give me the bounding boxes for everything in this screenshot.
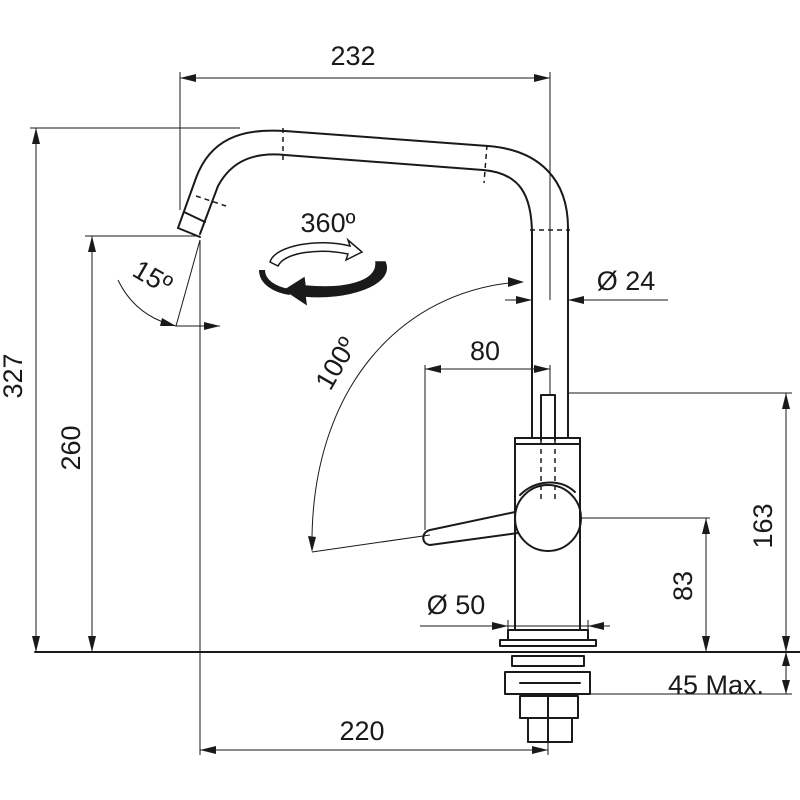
label-360: 360º	[301, 208, 356, 238]
arrow-220-right	[532, 746, 548, 754]
arrow-260-bottom	[88, 636, 96, 652]
base-ring	[507, 629, 589, 641]
rotation-360-icon	[259, 237, 388, 306]
arrow-232-right	[534, 74, 550, 82]
label-260: 260	[56, 425, 86, 470]
label-80: 80	[470, 336, 500, 366]
rotation-arrow-left-end	[259, 269, 291, 295]
angle-100-end-line	[311, 534, 431, 553]
mount-nut-top	[511, 655, 585, 667]
arrow-260-top	[88, 236, 96, 252]
arrow-327-top	[32, 128, 40, 144]
body-collar	[514, 437, 581, 445]
hose-stub	[540, 394, 556, 441]
label-220: 220	[339, 716, 384, 746]
spout-inner-contour	[199, 153, 533, 439]
label-100: 100º	[309, 332, 363, 395]
arrow-15-a	[160, 318, 176, 326]
label-232: 232	[330, 41, 375, 71]
angle-100-arc	[311, 281, 521, 549]
arrow-d50-left	[492, 622, 508, 630]
spout-joint-right	[483, 144, 488, 184]
faucet-outline	[34, 128, 800, 743]
arrow-100-bottom	[308, 536, 316, 552]
arrow-100-top	[508, 277, 524, 287]
arrow-83-bottom	[702, 636, 710, 652]
lever-hub	[514, 484, 582, 552]
arrow-232-left	[180, 74, 196, 82]
label-327: 327	[0, 353, 28, 398]
angle-15-ref-line	[175, 239, 201, 327]
spout-outer-contour	[177, 129, 569, 439]
mount-stud-inner	[527, 717, 573, 743]
lever-handle	[422, 511, 519, 546]
label-15: 15º	[128, 254, 178, 300]
spout-nozzle-ring	[183, 211, 206, 223]
label-45-max: 45 Max.	[668, 670, 764, 700]
mount-bracket	[504, 671, 591, 695]
arrow-d24-right	[568, 296, 584, 304]
faucet-body	[514, 437, 581, 631]
arrow-15-b	[204, 322, 220, 330]
label-d50: Ø 50	[427, 590, 486, 620]
rotation-arrow-back	[269, 237, 364, 268]
dimension-lines	[30, 72, 792, 755]
arrow-83-top	[702, 518, 710, 534]
base-washer	[499, 639, 597, 647]
arrow-327-bottom	[32, 636, 40, 652]
label-d24: Ø 24	[597, 266, 656, 296]
arrow-d24-left	[516, 296, 532, 304]
arrow-45-top	[782, 652, 790, 666]
arrow-45-bottom	[782, 680, 790, 694]
arrow-80-right	[534, 365, 550, 373]
arrow-80-left	[425, 365, 441, 373]
arrow-220-left	[200, 746, 216, 754]
label-83: 83	[668, 571, 698, 601]
arrow-163-bottom	[782, 636, 790, 652]
label-163: 163	[748, 503, 778, 548]
arrow-163-top	[782, 393, 790, 409]
lever-hub-shade	[519, 481, 576, 496]
arrow-d50-right	[588, 622, 604, 630]
rotation-arrow-front	[283, 261, 388, 306]
